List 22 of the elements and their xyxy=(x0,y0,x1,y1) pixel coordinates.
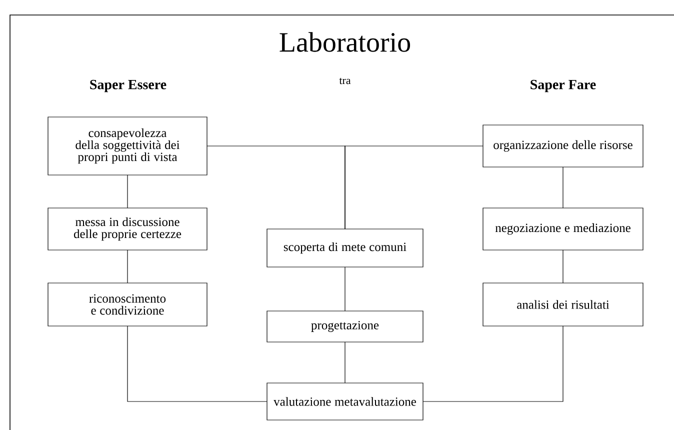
connector-line xyxy=(344,342,346,384)
process-box: organizzazione delle risorse xyxy=(482,124,644,168)
connector-line xyxy=(127,250,128,284)
process-box: consapevolezza della soggettività dei propri punti di vista xyxy=(48,116,208,176)
column-heading: Saper Essere xyxy=(90,80,166,92)
process-box: scoperta di mete comuni xyxy=(266,228,424,268)
process-box: analisi dei risultati xyxy=(482,282,644,326)
connector-line xyxy=(344,266,346,312)
process-box: negoziazione e mediazione xyxy=(482,208,644,250)
process-box: progettazione xyxy=(266,310,424,342)
process-box: valutazione metavalutazione xyxy=(266,382,424,420)
connector-line xyxy=(562,250,564,284)
connector-line xyxy=(127,174,128,208)
connector-line xyxy=(422,326,564,402)
label: tra xyxy=(339,78,351,84)
title: Laboratorio xyxy=(280,32,410,52)
connector-line xyxy=(562,166,564,208)
process-box: riconoscimento e condivizione xyxy=(48,282,208,326)
column-heading: Saper Fare xyxy=(530,80,596,92)
connector-line xyxy=(127,326,268,402)
process-box: messa in discussione delle proprie certezze xyxy=(48,208,208,250)
connector-line xyxy=(344,146,484,230)
